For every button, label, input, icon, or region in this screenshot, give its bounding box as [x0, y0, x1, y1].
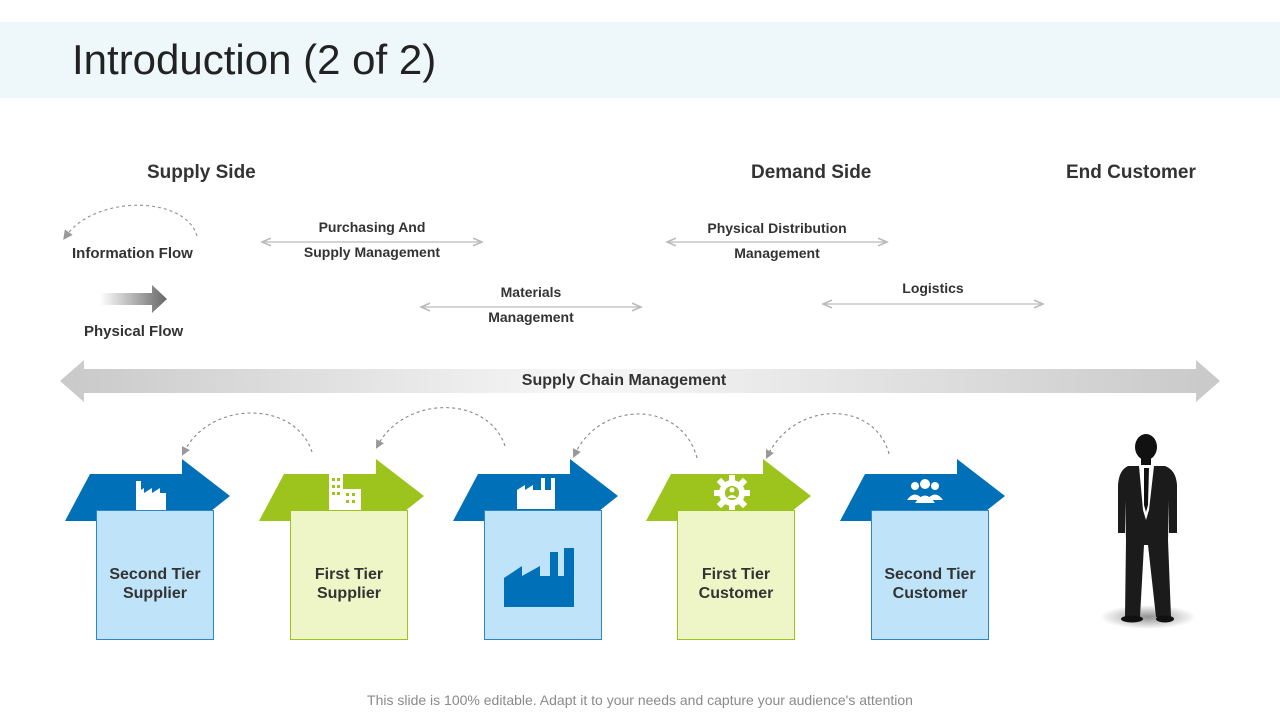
- return-arc-icon: [765, 413, 890, 459]
- stage-label-line2: Customer: [698, 585, 774, 602]
- return-arc-icon: [572, 413, 698, 459]
- materials-label: Materials Management: [421, 280, 641, 330]
- stage-label-line1: Second Tier: [109, 566, 201, 583]
- distribution-label: Physical Distribution Management: [667, 216, 887, 266]
- stage-label-line2: Supplier: [316, 585, 381, 602]
- gear-icon: [714, 475, 750, 511]
- physical-flow-label: Physical Flow: [84, 323, 184, 340]
- footer-note: This slide is 100% editable. Adapt it to…: [367, 692, 913, 708]
- purchasing-label: Purchasing And Supply Management: [262, 215, 482, 265]
- logistics-label: Logistics: [902, 280, 964, 296]
- purchasing-label-line2: Supply Management: [303, 244, 441, 260]
- physical-flow-arrow-icon: [100, 285, 167, 313]
- demand-side-heading: Demand Side: [751, 162, 872, 183]
- factory-icon: [517, 478, 555, 509]
- figure-shadow: [1100, 605, 1196, 629]
- return-arc-icon: [375, 407, 506, 449]
- return-arc-icon: [182, 412, 313, 456]
- distribution-label-line2: Management: [734, 245, 820, 261]
- end-customer-heading: End Customer: [1066, 162, 1196, 183]
- supply-side-heading: Supply Side: [147, 162, 256, 183]
- stage-box-second-tier-supplier: Second Tier Supplier: [96, 510, 214, 640]
- factory-icon: [136, 481, 166, 510]
- stage-box-first-tier-customer: First Tier Customer: [677, 510, 795, 640]
- people-icon: [907, 479, 943, 503]
- distribution-label-line1: Physical Distribution: [707, 220, 847, 236]
- stage-label-line2: Customer: [892, 585, 968, 602]
- businessman-icon: [1118, 434, 1177, 623]
- factory-icon: [504, 548, 574, 607]
- stage-box-second-tier-customer: Second Tier Customer: [871, 510, 989, 640]
- information-flow-arc-icon: [63, 204, 198, 240]
- stage-label-line2: Supplier: [122, 585, 187, 602]
- page-title: Introduction (2 of 2): [72, 36, 437, 83]
- materials-label-line1: Materials: [500, 284, 562, 300]
- materials-label-line2: Management: [488, 309, 574, 325]
- purchasing-label-line1: Purchasing And: [318, 219, 426, 235]
- title-bar: [0, 22, 1280, 98]
- supply-chain-label: Supply Chain Management: [521, 372, 727, 389]
- stage-label-line1: First Tier: [701, 566, 771, 583]
- building-icon: [329, 474, 361, 511]
- supply-chain-band: [60, 360, 1220, 402]
- stage-box-manufacturer: [484, 510, 602, 640]
- stage-label-line1: Second Tier: [884, 566, 976, 583]
- stage-box-first-tier-supplier: First Tier Supplier: [290, 510, 408, 640]
- information-flow-label: Information Flow: [72, 245, 193, 262]
- stage-label-line1: First Tier: [314, 566, 384, 583]
